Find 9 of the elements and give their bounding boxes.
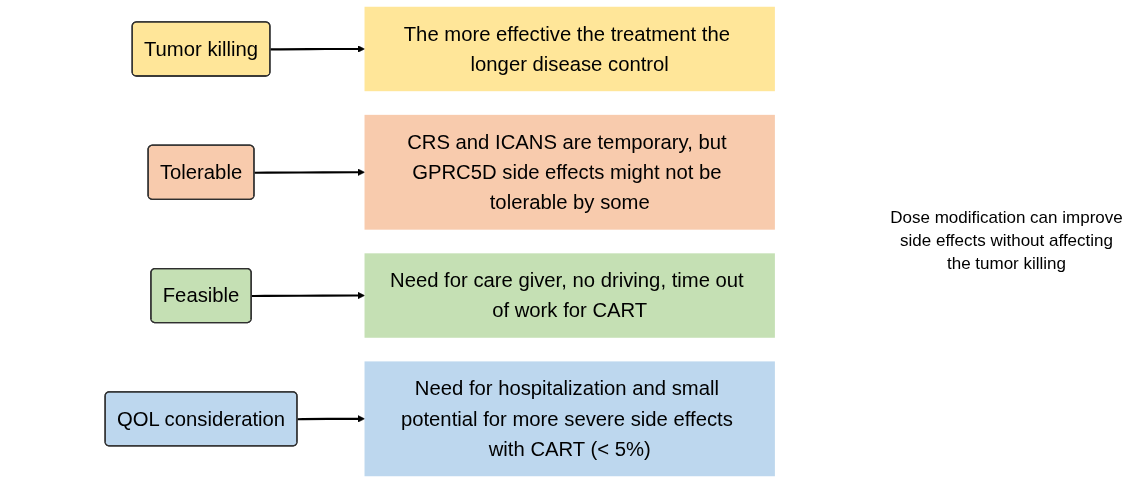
node-box: The more effective the treatment the longer disease control [364,6,775,92]
arrow [297,415,365,423]
arrow [251,291,365,300]
arrow [254,168,365,176]
side-note: Dose modification can improve side effects without affecting the tumor killing [889,207,1124,275]
arrow [270,45,365,53]
node-box: Need for care giver, no driving, time out of work for CART [364,253,775,338]
node-box: CRS and ICANS are temporary, but GPRC5D side effects might not be tolerable by some [364,114,775,230]
node-box: Need for hospitalization and small potential for more severe side effects with CART (< 5%) [364,361,775,477]
